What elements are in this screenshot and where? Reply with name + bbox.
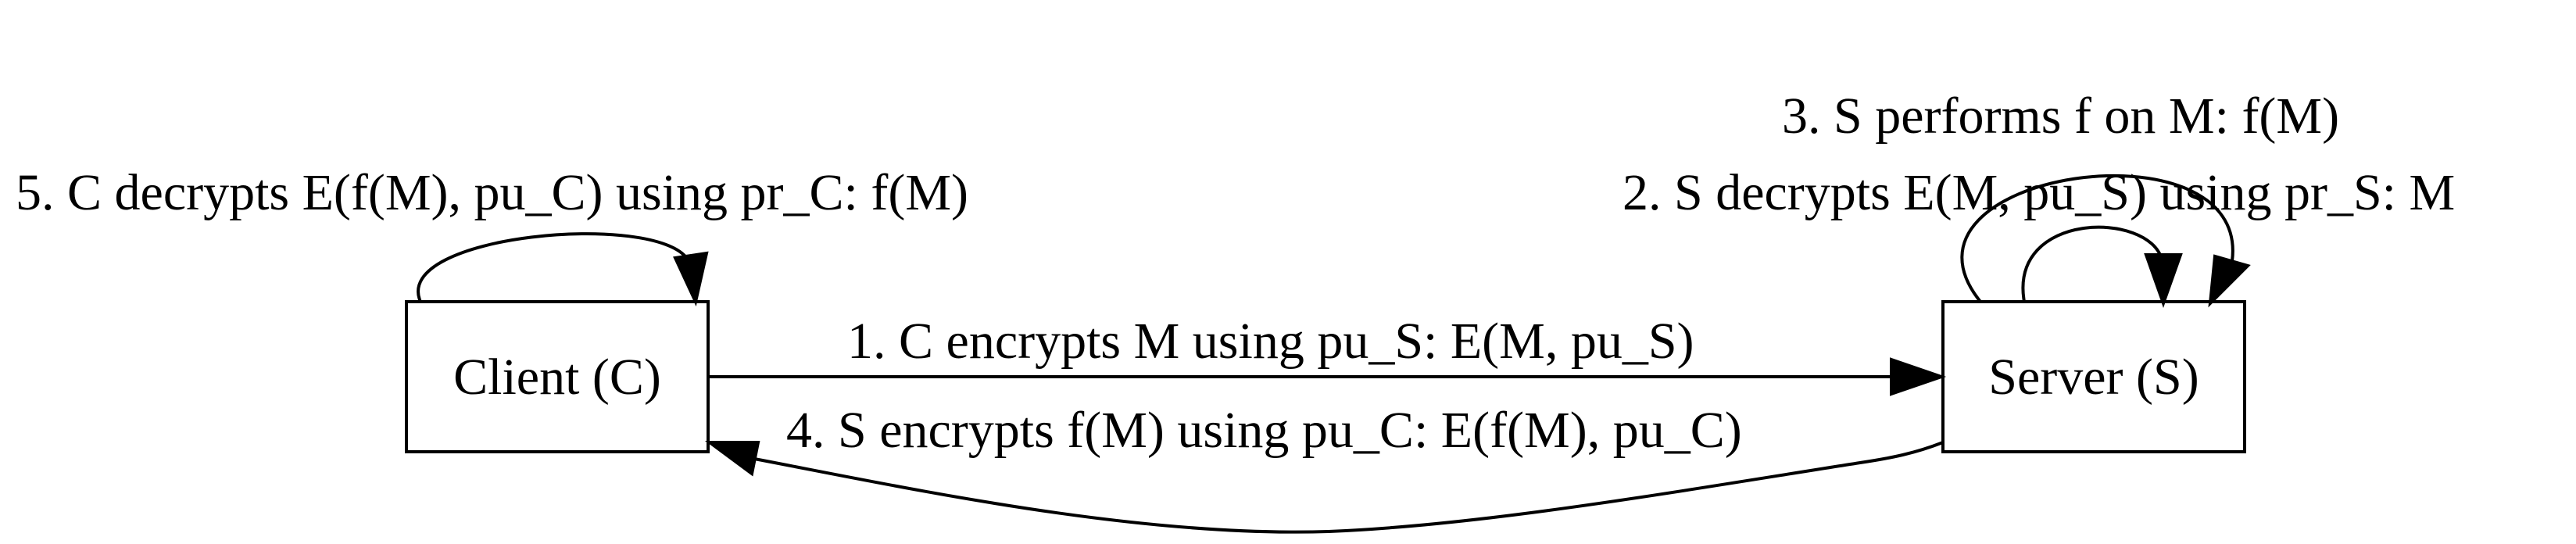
edge-step-3-arrowhead xyxy=(2208,254,2251,308)
client-node-box xyxy=(405,300,710,453)
edge-step-5: 5. C decrypts E(f(M), pu_C) using pr_C: … xyxy=(16,164,968,307)
edge-step-1-arrowhead xyxy=(1890,357,1947,396)
edge-step-2: 2. S decrypts E(M, pu_S) using pr_S: M xyxy=(1623,164,2455,308)
edge-step-3: 3. S performs f on M: f(M) xyxy=(1782,88,2339,308)
edge-step-4-line xyxy=(750,441,1944,534)
edge-step-2-arrowhead xyxy=(2144,253,2183,308)
edge-step-1-label: 1. C encrypts M using pu_S: E(M, pu_S) xyxy=(847,313,1694,370)
edge-step-4: 4. S encrypts f(M) using pu_C: E(f(M), p… xyxy=(704,402,1944,534)
server-node-box xyxy=(1941,300,2246,453)
edge-step-4-label: 4. S encrypts f(M) using pu_C: E(f(M), p… xyxy=(786,402,1742,459)
edge-step-5-arrowhead xyxy=(673,251,709,307)
edge-step-4-arrowhead xyxy=(704,441,760,477)
edge-step-2-label: 2. S decrypts E(M, pu_S) using pr_S: M xyxy=(1623,164,2455,221)
client-node-label: Client (C) xyxy=(453,349,661,406)
server-node: Server (S) xyxy=(1941,300,2246,453)
edge-step-3-label: 3. S performs f on M: f(M) xyxy=(1782,88,2339,145)
server-node-label: Server (S) xyxy=(1988,349,2199,406)
client-node: Client (C) xyxy=(405,300,710,453)
edge-step-3-line xyxy=(1960,174,2234,303)
edge-step-5-label: 5. C decrypts E(f(M), pu_C) using pr_C: … xyxy=(16,164,968,221)
edge-step-2-line xyxy=(2021,225,2163,302)
edge-step-1: 1. C encrypts M using pu_S: E(M, pu_S) xyxy=(708,313,1947,396)
edge-step-5-line xyxy=(417,232,689,302)
